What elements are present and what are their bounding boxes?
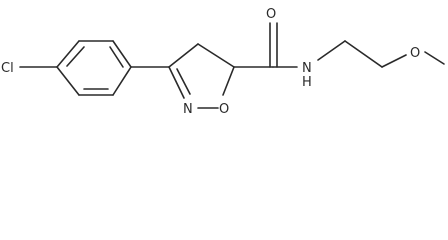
bond-n2-c3 (168, 66, 185, 99)
bond-benzene-4 (112, 66, 132, 96)
atom-carbonyl-oxygen: O (266, 7, 276, 22)
chemical-structure: Cl N O O N H O (1, 7, 445, 117)
bond-o-ch3 (424, 51, 445, 65)
bond-benzene-inner-2 (109, 46, 124, 68)
bond-benzene-6 (56, 66, 80, 96)
bond-c5-o1 (222, 66, 235, 96)
bond-n2-c3-double (176, 68, 191, 95)
atom-ether-oxygen: O (410, 46, 420, 61)
atom-ring-oxygen: O (219, 102, 229, 117)
atom-amide-nitrogen: N (302, 61, 312, 76)
bond-lines (19, 22, 445, 109)
atom-amide-hydrogen: H (302, 75, 312, 90)
bond-c3-c4 (168, 43, 199, 68)
bond-ch2-o (381, 54, 407, 68)
atom-labels: Cl N O O N H O (1, 7, 420, 117)
atom-chlorine: Cl (1, 61, 14, 76)
bond-n-ch2 (317, 40, 346, 61)
bond-c4-c5 (197, 43, 235, 68)
bond-benzene-1 (56, 40, 80, 68)
bond-benzene-3 (112, 40, 132, 68)
bond-ch2-ch2 (344, 40, 383, 68)
bond-benzene-inner-1 (66, 46, 85, 67)
atom-ring-nitrogen: N (183, 102, 193, 117)
